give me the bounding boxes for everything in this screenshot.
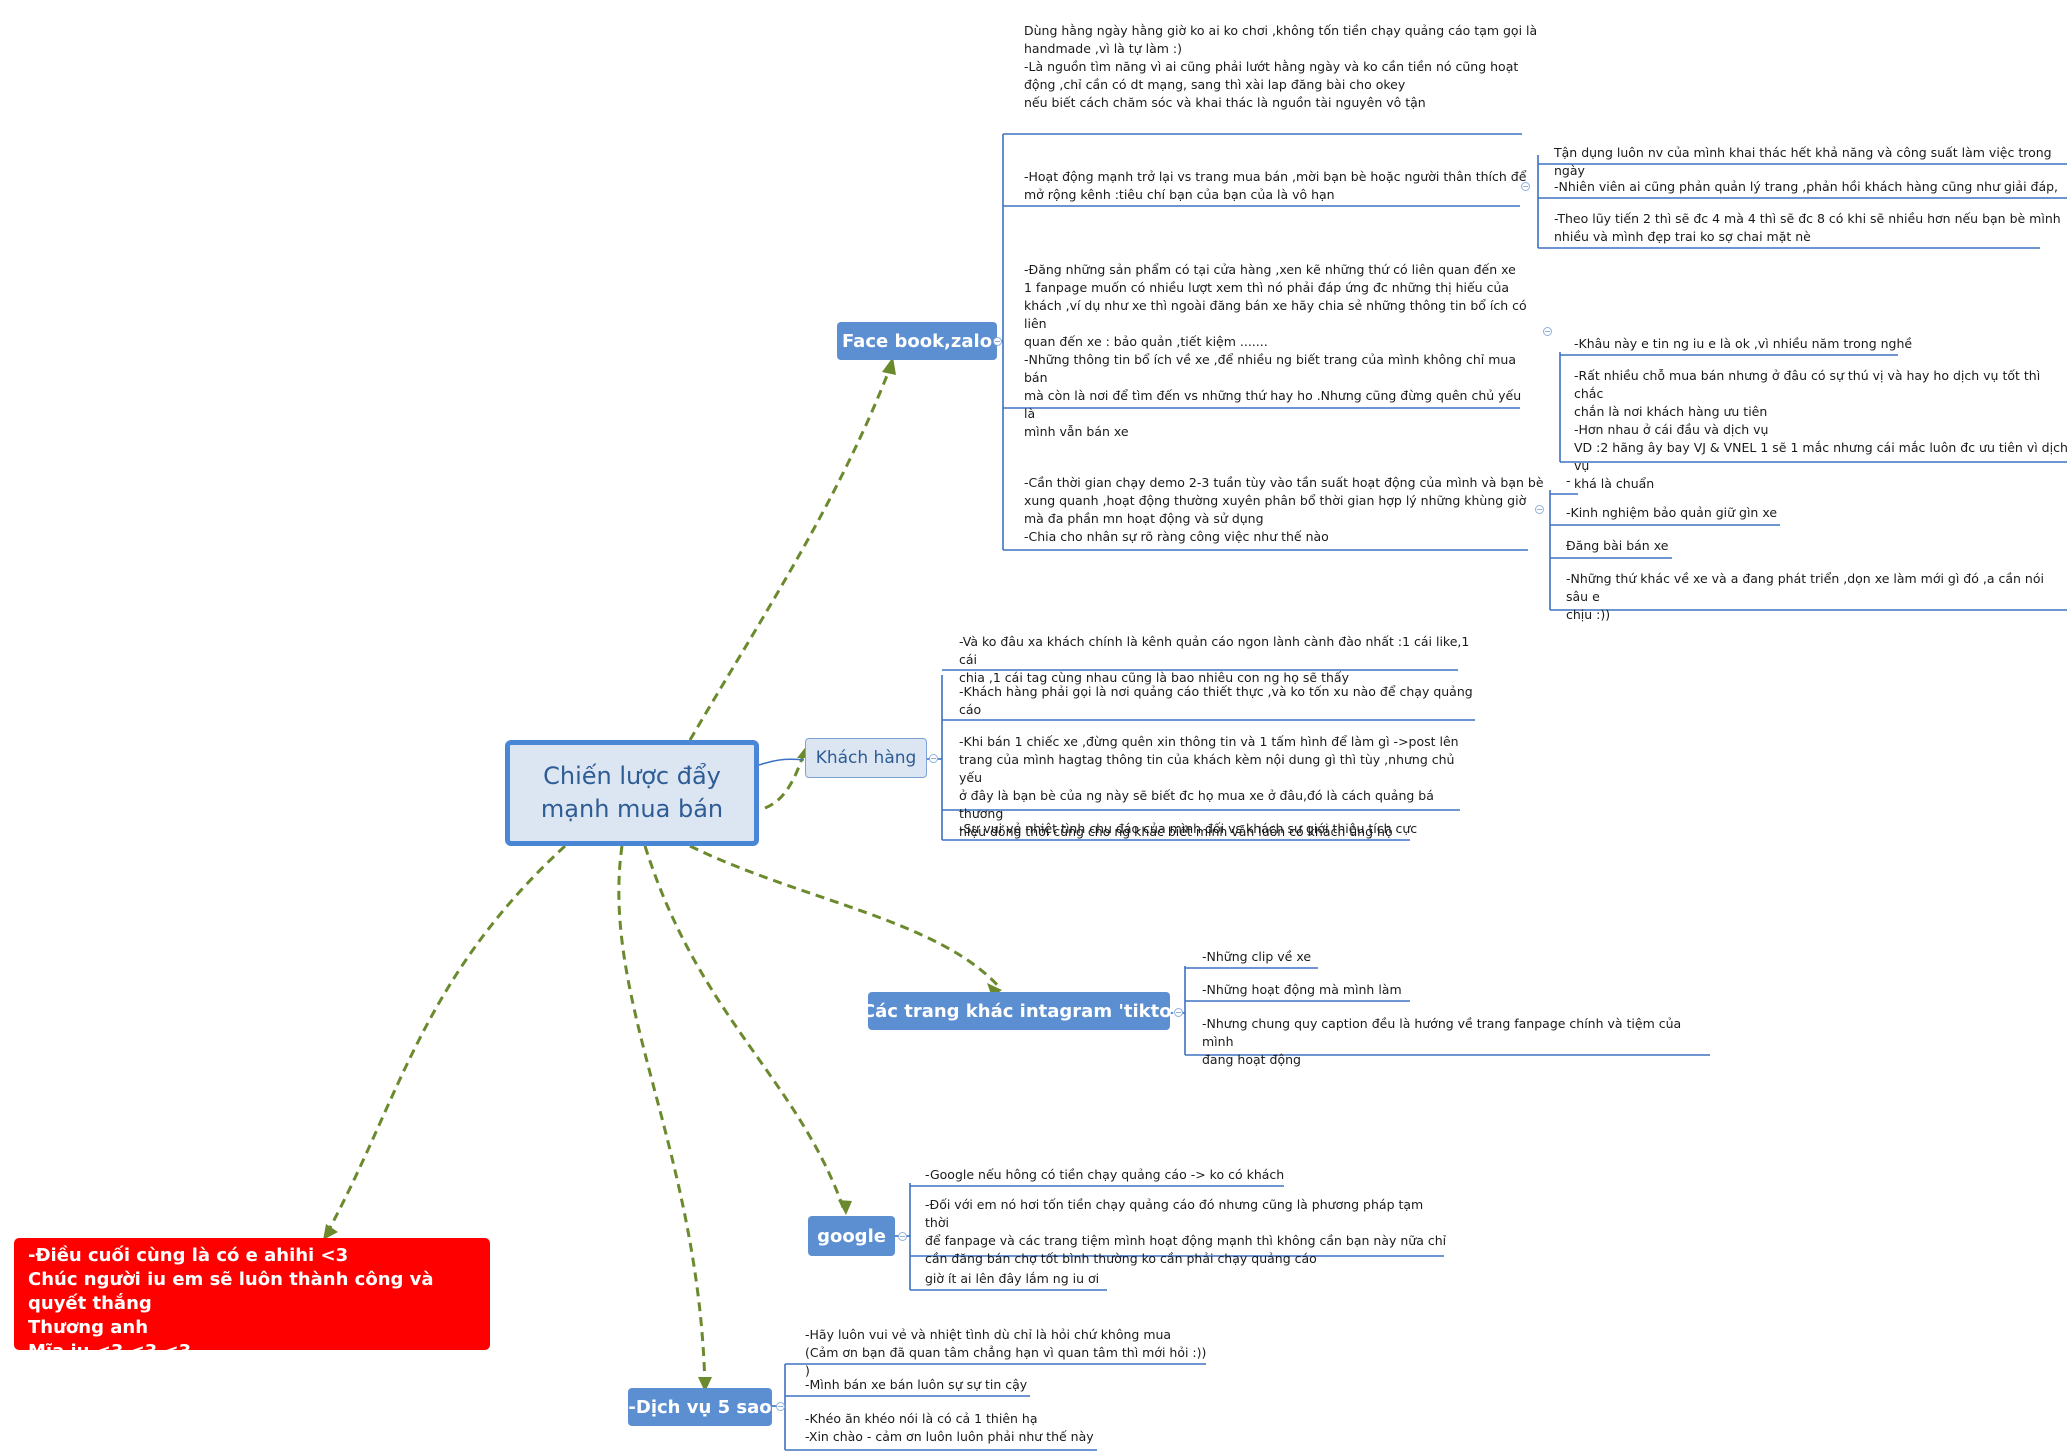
branch-facebook-zalo[interactable]: Face book,zalo	[837, 322, 997, 360]
facebook-topic-3-child-1: -	[1566, 473, 1571, 488]
link-central-final	[323, 844, 567, 1238]
google-item-3: giờ ít ai lên đây lắm ng iu ơi	[925, 1271, 1100, 1286]
branch-five-star-service[interactable]: -Dịch vụ 5 sao	[628, 1388, 772, 1426]
others-item-1: -Những clip về xe	[1202, 949, 1312, 964]
link-central-service	[617, 845, 707, 1390]
others-item-2: -Những hoạt động mà mình làm	[1202, 982, 1402, 997]
link-central-google	[643, 845, 847, 1214]
arrow-final	[323, 1224, 338, 1240]
google-item-2: -Đối với em nó hơi tốn tiền chạy quảng c…	[925, 1197, 1447, 1266]
branch-final-message[interactable]: -Điều cuối cùng là có e ahihi <3 Chúc ng…	[14, 1238, 490, 1362]
facebook-topic-1-child-1: Tận dụng luôn nv của mình khai thác hết …	[1554, 145, 2052, 178]
collapse-others-icon[interactable]	[1174, 1008, 1183, 1017]
google-item-1: -Google nếu hông có tiền chạy quảng cáo …	[925, 1167, 1285, 1182]
facebook-intro: Dùng hằng ngày hằng giờ ko ai ko chơi ,k…	[1024, 23, 1538, 110]
link-central-customers	[764, 749, 807, 810]
facebook-topic-1-child-2: -Nhiên viên ai cũng phản quản lý trang ,…	[1554, 179, 2059, 194]
facebook-topic-2-child-1: -Khâu này e tin ng iu e là ok ,vì nhiều …	[1574, 336, 1913, 351]
facebook-topic-3: -Cần thời gian chạy demo 2-3 tuần tùy và…	[1024, 475, 1544, 544]
facebook-topic-2-child-2: -Rất nhiều chỗ mua bán nhưng ở đâu có sự…	[1574, 368, 2068, 491]
link-central-others	[689, 844, 1002, 989]
collapse-topic2-icon[interactable]	[1543, 327, 1552, 336]
customers-item-4: -Sự vui vẻ nhiệt tình chu đáo của mình đ…	[959, 821, 1418, 836]
central-topic[interactable]: Chiến lược đẩy mạnh mua bán	[505, 740, 759, 846]
link-central-customers-solid	[758, 758, 805, 766]
branch-google[interactable]: google	[808, 1216, 895, 1256]
facebook-topic-3-child-4: -Những thứ khác về xe và a đang phát tri…	[1566, 571, 2044, 622]
collapse-facebook-icon[interactable]	[993, 337, 1002, 346]
arrow-google	[838, 1200, 852, 1215]
facebook-topic-3-child-2: -Kinh nghiệm bảo quản giữ gìn xe	[1566, 505, 1778, 520]
arrow-service	[698, 1377, 712, 1392]
customers-item-2: -Khách hàng phải gọi là nơi quảng cáo th…	[959, 684, 1473, 717]
facebook-topic-2: -Đăng những sản phẩm có tại cửa hàng ,xe…	[1024, 262, 1527, 439]
others-item-3: -Nhưng chung quy caption đều là hướng về…	[1202, 1016, 1682, 1067]
facebook-topic-3-child-3: Đăng bài bán xe	[1566, 538, 1669, 553]
facebook-topic-1: -Hoạt động mạnh trở lại vs trang mua bán…	[1024, 169, 1527, 202]
service-item-2: -Mình bán xe bán luôn sự sự tin cậy	[805, 1377, 1028, 1392]
service-item-1: -Hãy luôn vui vẻ và nhiệt tình dù chỉ là…	[805, 1327, 1207, 1378]
link-central-facebook	[688, 359, 895, 741]
branch-other-pages[interactable]: -Các trang khác intagram 'tiktok	[854, 992, 1184, 1030]
arrow-facebook	[882, 357, 896, 375]
collapse-topic1-icon[interactable]	[1521, 182, 1530, 191]
collapse-topic3-icon[interactable]	[1535, 505, 1544, 514]
customers-item-3: -Khi bán 1 chiếc xe ,đừng quên xin thông…	[959, 734, 1459, 839]
collapse-google-icon[interactable]	[898, 1232, 907, 1241]
customers-item-1: -Và ko đâu xa khách chính là kênh quản c…	[959, 634, 1470, 685]
collapse-service-icon[interactable]	[776, 1402, 785, 1411]
facebook-topic-1-child-3: -Theo lũy tiến 2 thì sẽ đc 4 mà 4 thì sẽ…	[1554, 211, 2061, 244]
collapse-customers-icon[interactable]	[929, 754, 938, 763]
service-item-3: -Khéo ăn khéo nói là có cả 1 thiên hạ -X…	[805, 1411, 1094, 1444]
branch-customers[interactable]: Khách hàng	[805, 738, 927, 778]
